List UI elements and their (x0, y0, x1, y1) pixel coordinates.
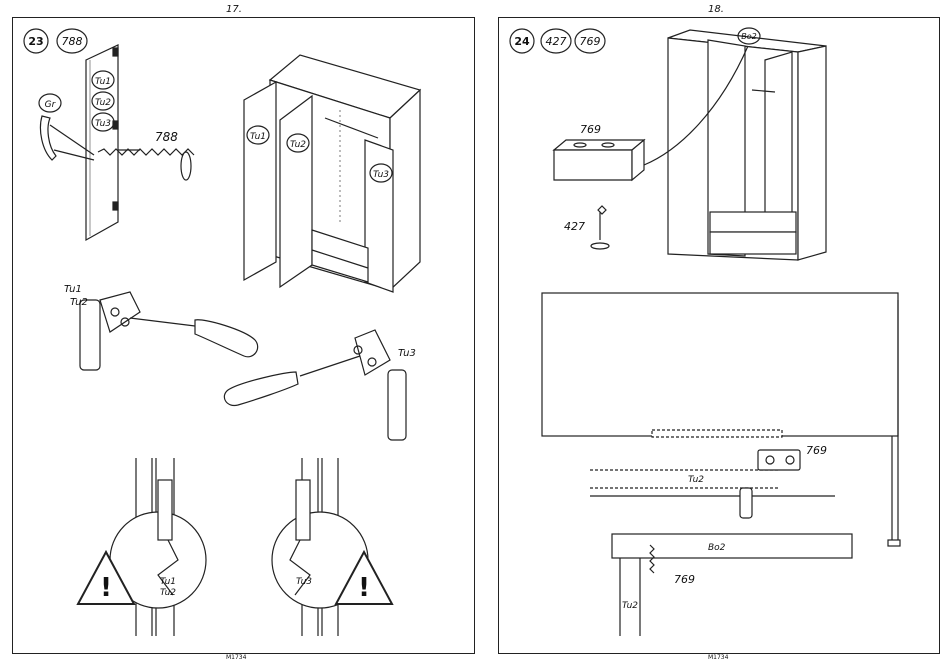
label-detail-tu2: Tu2 (160, 588, 176, 598)
hinge-left-drawing (80, 292, 258, 370)
label-tu3: Tu3 (95, 119, 111, 129)
label-gr: Gr (45, 100, 57, 110)
hinge-detail-left (78, 458, 206, 636)
warning-mark-left: ! (100, 573, 112, 603)
left-footer: M1734 (226, 654, 246, 661)
door-panel (86, 45, 118, 240)
label-screw-788: 788 (155, 130, 178, 144)
label-hinge-tu3: Tu3 (398, 348, 416, 359)
handle-drawing (40, 116, 56, 160)
label-wardrobe-tu3: Tu3 (373, 170, 389, 180)
hinge-detail-right (272, 458, 392, 636)
warning-mark-right: ! (358, 573, 370, 603)
part-ref-788: 788 (62, 35, 83, 48)
label-tu2: Tu2 (95, 98, 111, 108)
label-detail-tu3: Tu3 (296, 577, 312, 587)
label-hinge-tu2: Tu2 (70, 297, 88, 308)
right-page (498, 17, 940, 654)
label-hinge-tu1: Tu1 (64, 284, 82, 295)
label-tu1: Tu1 (95, 77, 111, 87)
label-detail-tu1: Tu1 (160, 577, 176, 587)
wardrobe-23-drawing (244, 55, 420, 292)
step-23-number: 23 (28, 35, 43, 48)
label-wardrobe-tu1: Tu1 (250, 132, 266, 142)
right-footer: M1734 (708, 654, 728, 661)
label-wardrobe-tu2: Tu2 (290, 140, 306, 150)
